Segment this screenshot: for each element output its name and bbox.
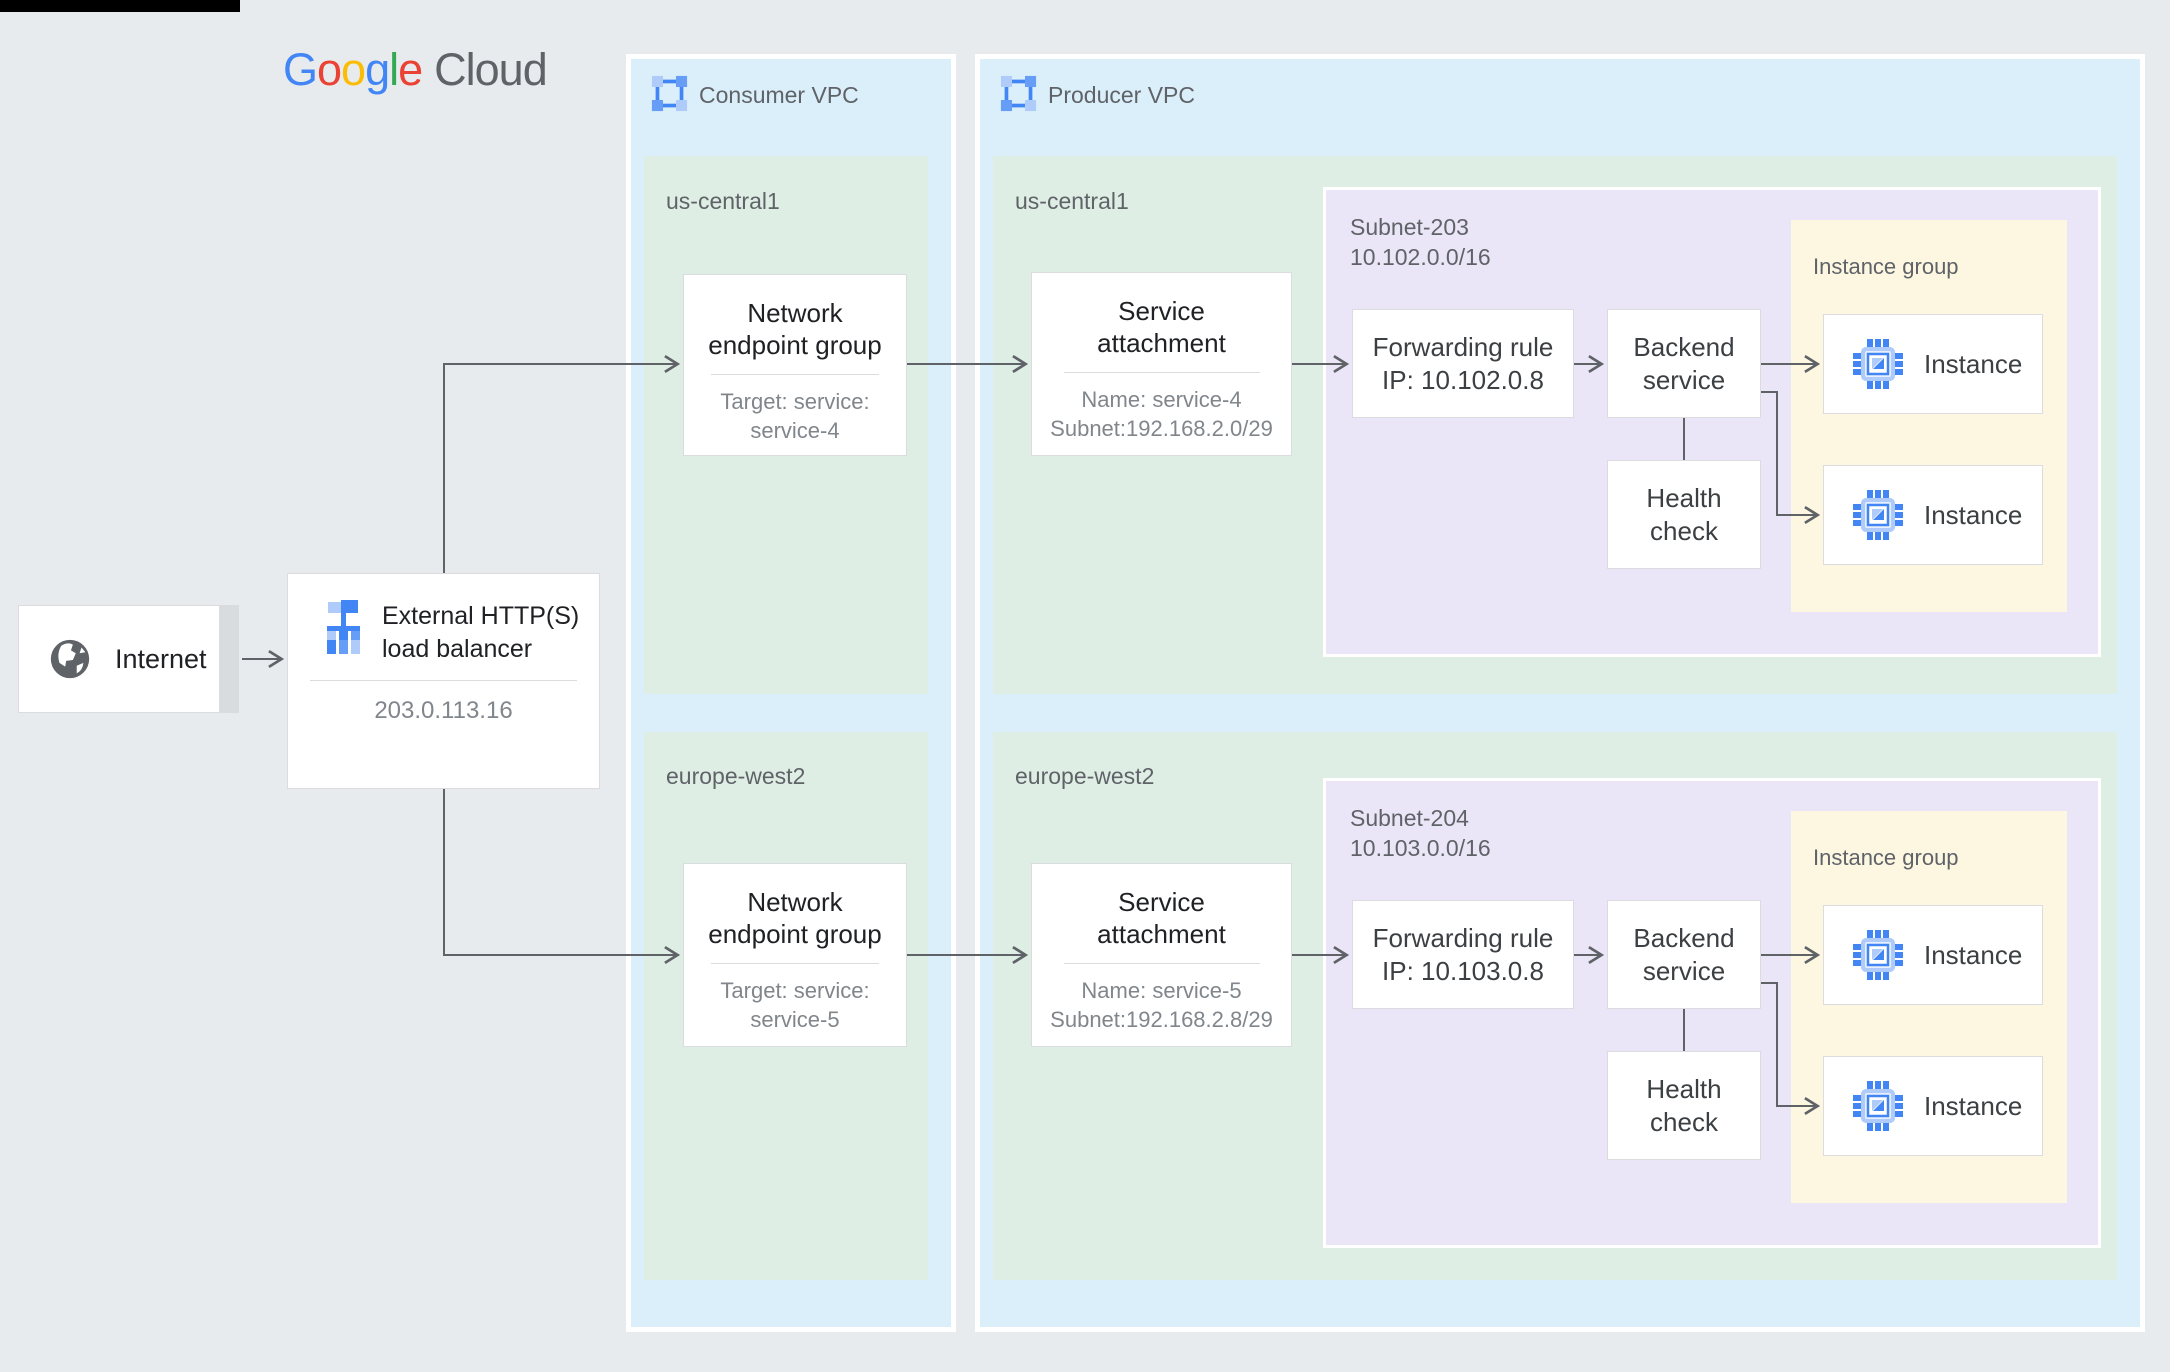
logo-letter: o: [341, 44, 366, 95]
logo-letter: l: [389, 44, 399, 95]
region-label: europe-west2: [666, 763, 806, 789]
instance-node: Instance: [1823, 905, 2043, 1005]
top-black-bar: [0, 0, 240, 12]
producer-vpc-container: Producer VPC us-central1 Service attachm…: [975, 54, 2145, 1332]
instance-group-label: Instance group: [1813, 845, 1959, 870]
forwarding-rule-text: Forwarding rule IP: 10.102.0.8: [1372, 331, 1554, 395]
service-attachment-subnet: Subnet:192.168.2.8/29: [1050, 1007, 1273, 1032]
forwarding-rule-text: Forwarding rule IP: 10.103.0.8: [1372, 922, 1554, 986]
consumer-vpc-container: Consumer VPC us-central1 Network endpoin…: [626, 54, 956, 1332]
backend-service-node: Backend service: [1607, 309, 1761, 418]
producer-region-europe-west2: europe-west2 Service attachment Name: se…: [993, 732, 2117, 1280]
subnet-cidr: 10.102.0.0/16: [1350, 244, 1491, 270]
backend-service-node: Backend service: [1607, 900, 1761, 1009]
instance-group-container: Instance group: [1791, 220, 2067, 612]
logo-letter: e: [398, 44, 423, 95]
chip-icon: [1850, 1078, 1906, 1134]
load-balancer-node: External HTTP(S) load balancer 203.0.113…: [287, 573, 600, 789]
health-check-node: Health check: [1607, 460, 1761, 569]
logo-letter: o: [317, 44, 342, 95]
service-attachment-title: Service attachment: [1097, 296, 1226, 358]
service-attachment-node: Service attachment Name: service-5 Subne…: [1031, 863, 1292, 1047]
health-check-text: Health check: [1646, 482, 1722, 546]
region-label: us-central1: [666, 188, 780, 214]
neg-target: Target: service: service-5: [720, 978, 870, 1032]
subnet-label: Subnet-203 10.102.0.0/16: [1350, 212, 1491, 272]
consumer-region-us-central1: us-central1 Network endpoint group Targe…: [644, 156, 928, 694]
producer-vpc-label: Producer VPC: [1048, 82, 1196, 108]
region-label: us-central1: [1015, 188, 1129, 214]
neg-divider: [711, 963, 879, 964]
vpc-network-icon: [1000, 75, 1037, 117]
network-endpoint-group-node: Network endpoint group Target: service: …: [683, 274, 907, 456]
logo-cloud-word: Cloud: [434, 44, 548, 95]
instance-label: Instance: [1924, 939, 2023, 970]
instance-group-container: Instance group: [1791, 811, 2067, 1203]
instance-group-label: Instance group: [1813, 254, 1959, 279]
neg-title: Network endpoint group: [708, 298, 882, 360]
internet-box-shadow: [220, 605, 239, 713]
consumer-region-europe-west2: europe-west2 Network endpoint group Targ…: [644, 732, 928, 1280]
globe-icon: [47, 636, 93, 682]
instance-node: Instance: [1823, 465, 2043, 565]
neg-target: Target: service: service-4: [720, 389, 870, 443]
network-endpoint-group-node: Network endpoint group Target: service: …: [683, 863, 907, 1047]
health-check-text: Health check: [1646, 1073, 1722, 1137]
load-balancer-ip: 203.0.113.16: [374, 697, 513, 724]
region-label: europe-west2: [1015, 763, 1155, 789]
subnet-204-container: Subnet-204 10.103.0.0/16 Forwarding rule …: [1323, 778, 2101, 1248]
instance-node: Instance: [1823, 1056, 2043, 1156]
instance-label: Instance: [1924, 348, 2023, 379]
subnet-label: Subnet-204 10.103.0.0/16: [1350, 803, 1491, 863]
logo-letter: g: [365, 44, 390, 95]
service-attachment-divider: [1063, 963, 1260, 964]
instance-node: Instance: [1823, 314, 2043, 414]
consumer-vpc-label: Consumer VPC: [699, 82, 859, 108]
logo-letter: G: [283, 44, 318, 95]
subnet-name: Subnet-204: [1350, 805, 1469, 831]
chip-icon: [1850, 927, 1906, 983]
internet-node: Internet: [18, 605, 220, 713]
instance-label: Instance: [1924, 1090, 2023, 1121]
service-attachment-name: Name: service-5: [1081, 978, 1242, 1003]
forwarding-rule-node: Forwarding rule IP: 10.103.0.8: [1352, 900, 1574, 1009]
subnet-name: Subnet-203: [1350, 214, 1469, 240]
service-attachment-name: Name: service-4: [1081, 387, 1242, 412]
chip-icon: [1850, 336, 1906, 392]
producer-region-us-central1: us-central1 Service attachment Name: ser…: [993, 156, 2117, 694]
service-attachment-subnet: Subnet:192.168.2.0/29: [1050, 416, 1273, 441]
neg-title: Network endpoint group: [708, 887, 882, 949]
health-check-node: Health check: [1607, 1051, 1761, 1160]
backend-service-text: Backend service: [1633, 331, 1735, 395]
service-attachment-divider: [1063, 372, 1260, 373]
service-attachment-title: Service attachment: [1097, 887, 1226, 949]
neg-divider: [711, 374, 879, 375]
vpc-network-icon: [651, 75, 688, 117]
load-balancer-icon: [320, 600, 366, 661]
load-balancer-divider: [310, 680, 577, 681]
forwarding-rule-node: Forwarding rule IP: 10.102.0.8: [1352, 309, 1574, 418]
backend-service-text: Backend service: [1633, 922, 1735, 986]
instance-label: Instance: [1924, 499, 2023, 530]
subnet-203-container: Subnet-203 10.102.0.0/16 Forwarding rule …: [1323, 187, 2101, 657]
internet-label: Internet: [115, 643, 207, 674]
subnet-cidr: 10.103.0.0/16: [1350, 835, 1491, 861]
load-balancer-title: External HTTP(S) load balancer: [382, 602, 580, 663]
chip-icon: [1850, 487, 1906, 543]
service-attachment-node: Service attachment Name: service-4 Subne…: [1031, 272, 1292, 456]
